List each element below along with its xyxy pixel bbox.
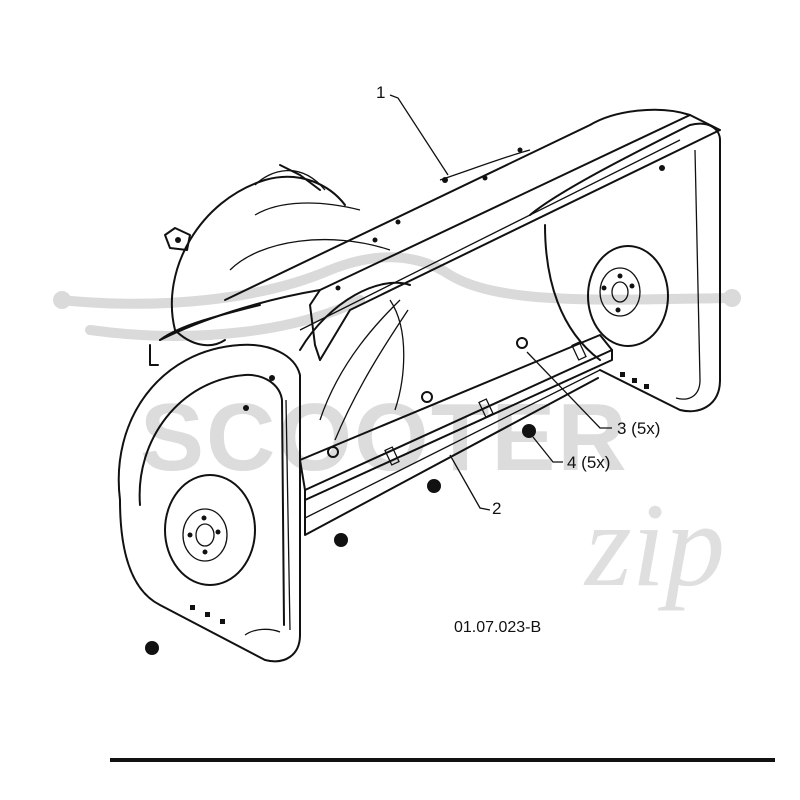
center-auger <box>299 281 411 441</box>
carriage-bolt <box>421 391 433 403</box>
callout-4: 4 (5x) <box>567 453 610 472</box>
nut <box>427 479 441 493</box>
right-side-plate <box>529 122 721 413</box>
drawing-number: 01.07.023-B <box>454 619 541 636</box>
rear-drum <box>149 164 391 366</box>
carriage-bolts <box>327 337 528 458</box>
watermark-script: zip <box>583 478 725 611</box>
callout-leaders <box>389 94 612 511</box>
callout-2: 2 <box>492 499 501 518</box>
scraper-bar <box>299 334 613 536</box>
nut <box>145 641 159 655</box>
callout-1: 1 <box>376 83 385 102</box>
nut <box>334 533 348 547</box>
callout-3: 3 (5x) <box>617 419 660 438</box>
top-beam <box>159 108 721 361</box>
watermark-word: SCOOTER <box>140 384 629 491</box>
left-side-plate <box>117 343 301 663</box>
carriage-bolt <box>516 337 528 349</box>
watermark: SCOOTER zip <box>53 252 741 611</box>
nut <box>522 424 536 438</box>
nuts <box>145 424 536 655</box>
carriage-bolt <box>327 446 339 458</box>
